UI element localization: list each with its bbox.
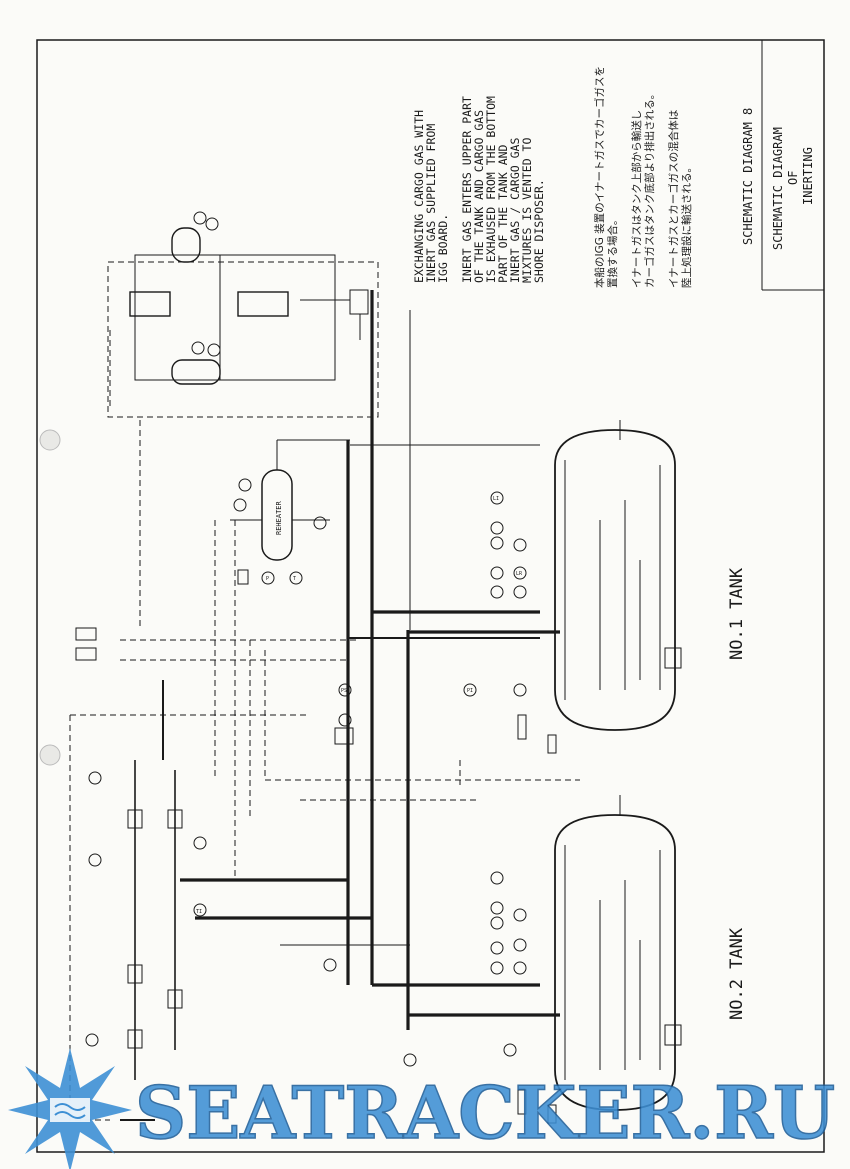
- reheater-label: REHEATER: [275, 500, 283, 535]
- watermark: SEATRACKER.RU: [8, 1048, 836, 1169]
- note-en-line: MIXTURES IS VENTED TO: [520, 138, 534, 283]
- note-en-line: IS EXHAUSED FROM THE BOTTOM: [484, 96, 498, 283]
- blower-left: [129, 291, 171, 317]
- tag-t: T: [293, 576, 296, 582]
- tag-ti: TI: [196, 909, 202, 915]
- tank-1-label: NO.1 TANK: [727, 567, 747, 660]
- igg-unit: [107, 211, 379, 418]
- title-line-1: SCHEMATIC DIAGRAM: [771, 127, 785, 250]
- tank-2-shell: [554, 814, 676, 1111]
- tag-ps: PS: [341, 688, 347, 694]
- punch-hole-bottom: [39, 744, 61, 766]
- note-jp-line: イナートガスはタンク上部から輸送し: [630, 110, 643, 288]
- main-piping: [69, 290, 580, 1121]
- reheater: REHEATER: [230, 439, 350, 585]
- note-en-line: IGG BOARD.: [436, 214, 450, 283]
- punch-hole-top: [39, 429, 61, 451]
- note-en-line: EXCHANGING CARGO GAS WITH: [412, 110, 426, 283]
- tank-2-label: NO.2 TANK: [727, 927, 747, 1020]
- note-en-line: INERT GAS / CARGO GAS: [508, 138, 522, 283]
- note-jp-line: 陸上処理設に輸送される。: [680, 162, 693, 288]
- note-jp-line: 置換する場合。: [606, 215, 619, 289]
- tank-1-shell: [554, 429, 676, 731]
- separator-vessel-upper: [171, 227, 201, 263]
- note-en-line: INERT GAS ENTERS UPPER PART: [460, 96, 474, 283]
- tag-p: P: [266, 576, 269, 582]
- tag-li: LI: [493, 496, 499, 502]
- separator-vessel-lower: [171, 359, 221, 385]
- note-jp-line: 本船のIGG 装置のイナートガスでカーゴガスを: [593, 66, 606, 288]
- notes-japanese: 本船のIGG 装置のイナートガスでカーゴガスを 置換する場合。 イナートガスはタ…: [593, 66, 693, 288]
- tank-2: NO.2 TANK: [403, 795, 747, 1124]
- notes-english: EXCHANGING CARGO GAS WITH INERT GAS SUPP…: [412, 96, 546, 283]
- drawing-border: [36, 39, 825, 1153]
- title-block: SCHEMATIC DIAGRAM OF INERTING SCHEMATIC …: [741, 40, 824, 291]
- instrument-tags: LI PI TI P T PS LR: [196, 496, 523, 915]
- note-jp-line: イナートガスとカーゴガスの混合体は: [667, 110, 680, 288]
- title-line-2: OF: [786, 171, 800, 185]
- note-en-line: PART OF THE TANK AND: [496, 144, 510, 283]
- note-en-line: INERT GAS SUPPLIED FROM: [424, 124, 438, 283]
- tag-pi: PI: [467, 688, 473, 694]
- note-jp-line: カーゴガスはタンク底部より排出される。: [643, 89, 656, 288]
- title-line-3: INERTING: [801, 147, 815, 205]
- igg-outlet-box: [349, 289, 369, 315]
- note-en-line: SHORE DISPOSER.: [532, 179, 546, 283]
- blower-right: [237, 291, 289, 317]
- tag-lr: LR: [516, 571, 523, 577]
- tank-1: NO.1 TANK: [463, 420, 747, 754]
- watermark-star-logo: [8, 1048, 132, 1169]
- diagram-number: SCHEMATIC DIAGRAM 8: [741, 108, 755, 245]
- watermark-text: SEATRACKER.RU: [135, 1070, 835, 1155]
- note-en-line: OF THE TANK AND CARGO GAS: [472, 110, 486, 283]
